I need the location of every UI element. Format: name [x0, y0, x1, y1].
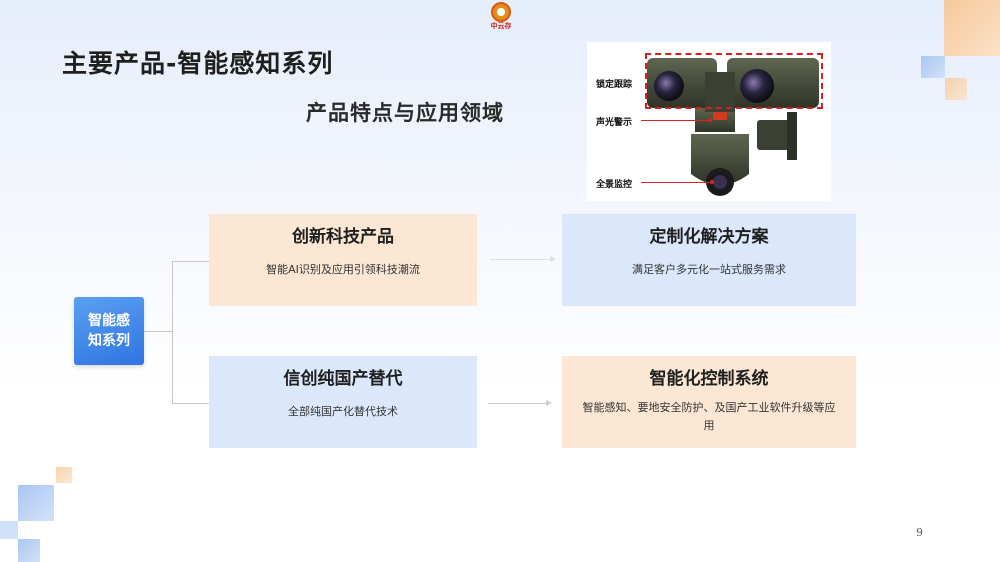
card-title: 定制化解决方案 [649, 227, 769, 247]
card-control-system: 智能化控制系统 智能感知、要地安全防护、及国产工业软件升级等应用 [562, 356, 856, 448]
card-innovation: 创新科技产品 智能AI识别及应用引领科技潮流 [209, 214, 477, 306]
annotation-dot [710, 180, 714, 184]
card-customization: 定制化解决方案 满足客户多元化一站式服务需求 [562, 214, 856, 306]
connector-line [172, 403, 209, 404]
company-logo: 中云存 [486, 2, 516, 30]
connector-line [172, 261, 173, 404]
page-title: 主要产品-智能感知系列 [62, 49, 334, 78]
page-subtitle: 产品特点与应用领域 [306, 101, 504, 125]
card-title: 智能化控制系统 [649, 369, 769, 389]
connector-line [144, 331, 172, 332]
annotation-dot [708, 118, 712, 122]
annotation-line [641, 182, 711, 183]
corner-decoration [921, 56, 945, 78]
annotation-label: 声光警示 [596, 118, 633, 128]
corner-decoration [944, 0, 1000, 56]
arrow-connector [488, 400, 552, 406]
product-photo [587, 42, 831, 201]
annotation-label: 全景监控 [596, 180, 633, 190]
camera-illustration [647, 58, 819, 196]
card-desc: 满足客户多元化一站式服务需求 [632, 263, 786, 276]
connector-line [172, 261, 209, 262]
arrow-connector [490, 256, 556, 262]
annotation-label: 锁定跟踪 [596, 80, 633, 90]
corner-decoration [18, 539, 40, 562]
page-number: 9 [916, 526, 923, 539]
tracking-highlight-box [645, 53, 823, 109]
card-title: 信创纯国产替代 [283, 369, 403, 389]
card-domestic-replacement: 信创纯国产替代 全部纯国产化替代技术 [209, 356, 477, 448]
card-desc: 全部纯国产化替代技术 [288, 405, 398, 418]
series-hub: 智能感知系列 [74, 297, 144, 365]
corner-decoration [0, 521, 18, 539]
logo-text: 中云存 [490, 22, 512, 30]
corner-decoration [18, 485, 54, 521]
card-title: 创新科技产品 [292, 227, 394, 247]
card-desc: 智能AI识别及应用引领科技潮流 [266, 263, 420, 276]
corner-decoration [56, 467, 72, 483]
card-desc: 智能感知、要地安全防护、及国产工业软件升级等应用 [582, 401, 836, 432]
annotation-line [641, 120, 709, 121]
corner-decoration [945, 78, 967, 100]
